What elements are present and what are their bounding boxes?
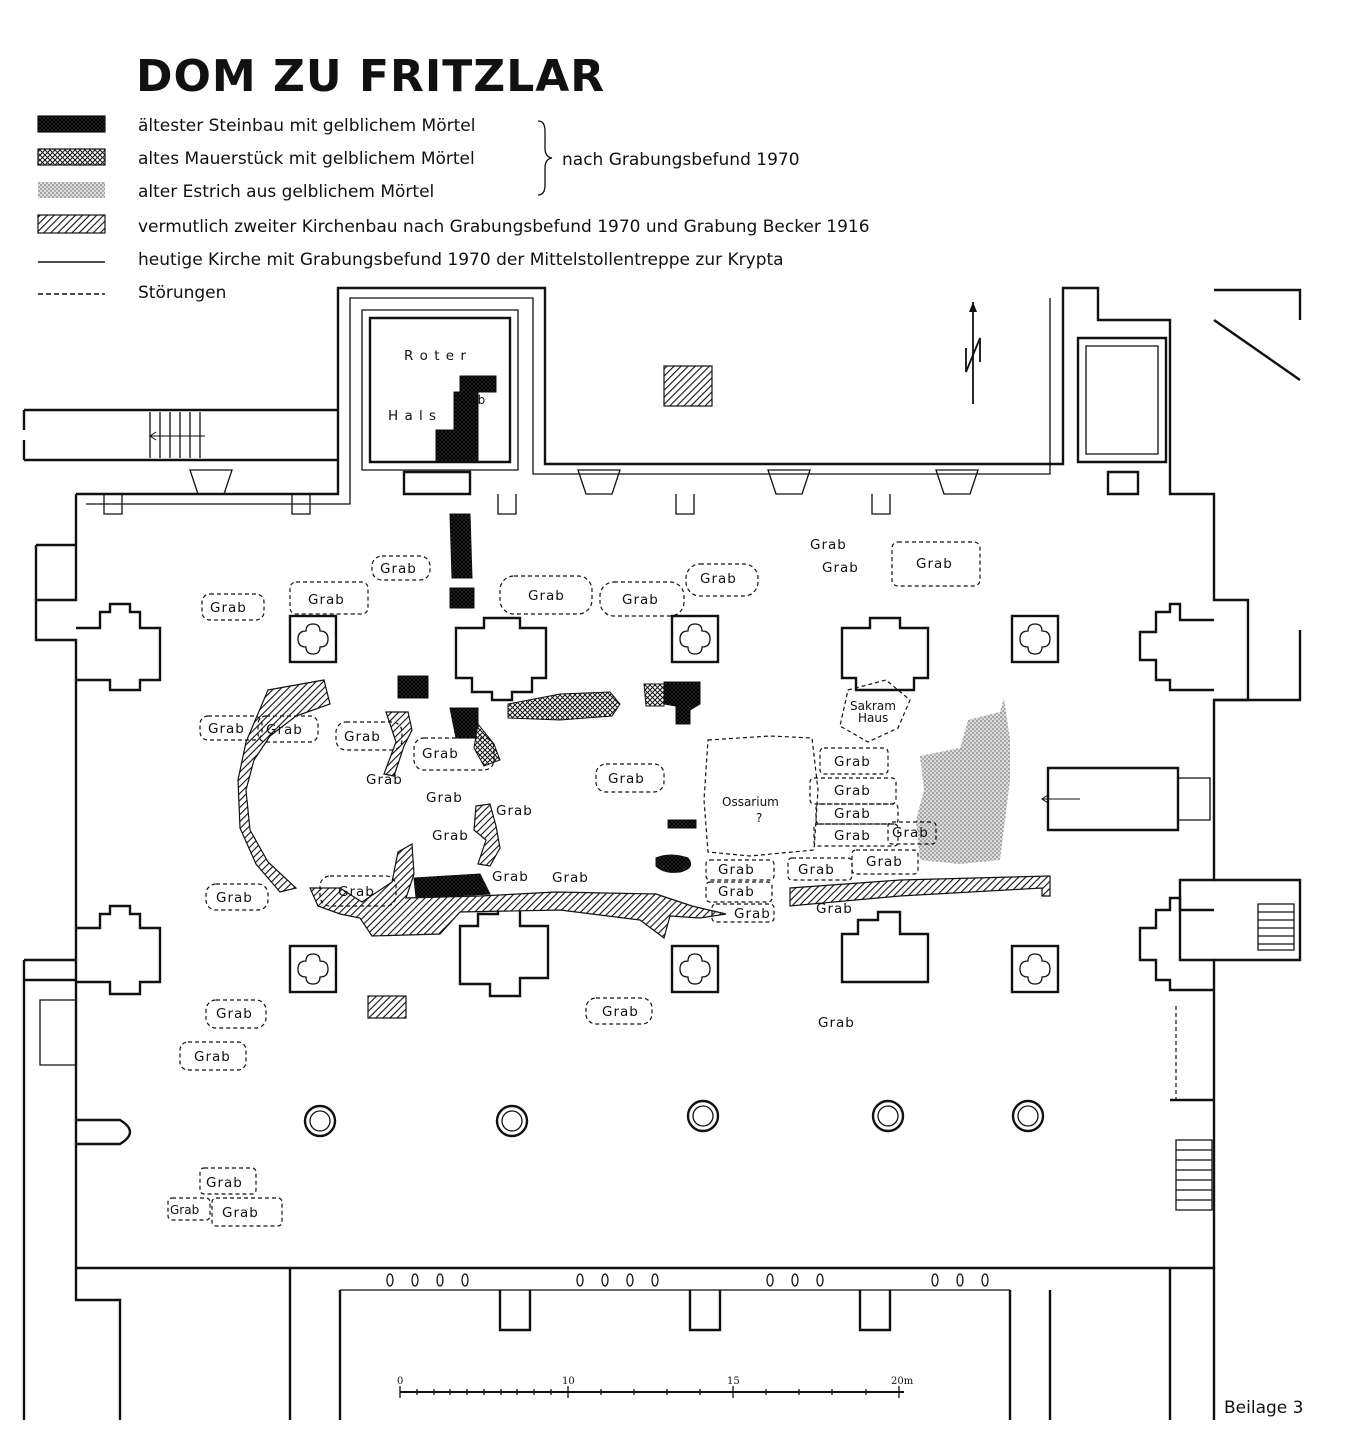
label-grab: Grab [432, 828, 469, 844]
legend-label-disturbances: Störungen [138, 283, 226, 303]
label-grab: Grab [496, 803, 533, 819]
legend-brace [537, 120, 553, 196]
legend-swatch-oldest [37, 115, 106, 133]
label-grab: Grab [266, 722, 303, 738]
legend-label-current-church: heutige Kirche mit Grabungsbefund 1970 d… [138, 250, 784, 270]
label-grab: Grab [194, 1049, 231, 1065]
label-grab: Grab [718, 884, 755, 900]
south-window-slits [386, 1273, 989, 1287]
legend-label-old-wall: altes Mauerstück mit gelblichem Mörtel [138, 149, 475, 169]
label-grab: Grab [602, 1004, 639, 1020]
legend-swatch-old-wall [37, 148, 106, 166]
label-grab: Grab [338, 884, 375, 900]
label-grab: Grab [552, 870, 589, 886]
label-grab: Grab [810, 537, 847, 553]
tower-east [1076, 336, 1168, 496]
label-roter: R o t e r [404, 348, 467, 364]
label-grab: Grab [208, 721, 245, 737]
disturbance-outlines [167, 541, 1177, 1227]
label-grab: Grab [866, 854, 903, 870]
label-grab: Grab [834, 828, 871, 844]
label-grab: Grab [170, 1203, 199, 1217]
cruciform-piers [76, 602, 1214, 1146]
label-grab: Grab [700, 571, 737, 587]
label-grab: Grab [798, 862, 835, 878]
scale-tick-10: 10 [562, 1376, 575, 1387]
label-sakram: Sakram [850, 699, 896, 713]
legend-label-second-church: vermutlich zweiter Kirchenbau nach Grabu… [138, 217, 870, 237]
label-hals: H a l s [388, 408, 437, 424]
legend-brace-label: nach Grabungsbefund 1970 [562, 150, 800, 170]
label-grab: Grab [216, 890, 253, 906]
legend-label-screed: alter Estrich aus gelblichem Mörtel [138, 182, 434, 202]
label-grab: Grab [822, 560, 859, 576]
drawing-title: DOM ZU FRITZLAR [136, 51, 605, 102]
label-grab: Grab [308, 592, 345, 608]
label-grab: Grab [492, 869, 529, 885]
label-grab: Grab [206, 1175, 243, 1191]
label-grab: Grab [222, 1205, 259, 1221]
label-grab: Grab [216, 1006, 253, 1022]
scale-tick-20m: 20m [891, 1376, 914, 1387]
label-grab: Grab [892, 825, 929, 841]
scale-tick-15: 15 [727, 1376, 740, 1387]
tower-roter-hals [361, 309, 519, 496]
plan-labels: R o t e r H a l s Grab Grab Grab Grab Gr… [170, 348, 953, 1221]
label-haus: Haus [858, 711, 888, 725]
label-grab: Grab [366, 772, 403, 788]
north-arrow-icon [965, 302, 981, 404]
scale-bar: 0 10 15 20m [397, 1376, 914, 1398]
label-grab: Grab [380, 561, 417, 577]
label-ossarium-question: ? [756, 811, 762, 825]
label-grab: Grab [426, 790, 463, 806]
label-grab: Grab [818, 1015, 855, 1031]
label-grab: Grab [528, 588, 565, 604]
octagonal-columns [303, 1099, 1045, 1138]
quatrefoil-piers [288, 614, 1060, 994]
label-grab: Grab [344, 729, 381, 745]
label-grab: Grab [718, 862, 755, 878]
label-grab: Grab [916, 556, 953, 572]
appendix-label: Beilage 3 [1224, 1398, 1303, 1418]
label-grab: Grab [734, 906, 771, 922]
label-grab: Grab [622, 592, 659, 608]
legend-swatch-screed [38, 182, 105, 198]
label-grab: Grab [608, 771, 645, 787]
label-ossarium: Ossarium [722, 795, 779, 809]
label-grab-tower: Grab [456, 393, 485, 407]
label-grab: Grab [210, 600, 247, 616]
legend-label-oldest: ältester Steinbau mit gelblichem Mörtel [138, 116, 475, 136]
excavation-finds [237, 365, 1051, 1019]
label-grab: Grab [834, 783, 871, 799]
label-grab: Grab [834, 806, 871, 822]
church-walls [22, 286, 1302, 1420]
scale-tick-0: 0 [397, 1376, 403, 1387]
label-grab: Grab [422, 746, 459, 762]
label-grab: Grab [834, 754, 871, 770]
legend-swatch-second-church [37, 214, 106, 234]
legend: ältester Steinbau mit gelblichem Mörtel … [37, 115, 870, 303]
label-grab: Grab [816, 901, 853, 917]
north-buttresses [103, 469, 979, 515]
